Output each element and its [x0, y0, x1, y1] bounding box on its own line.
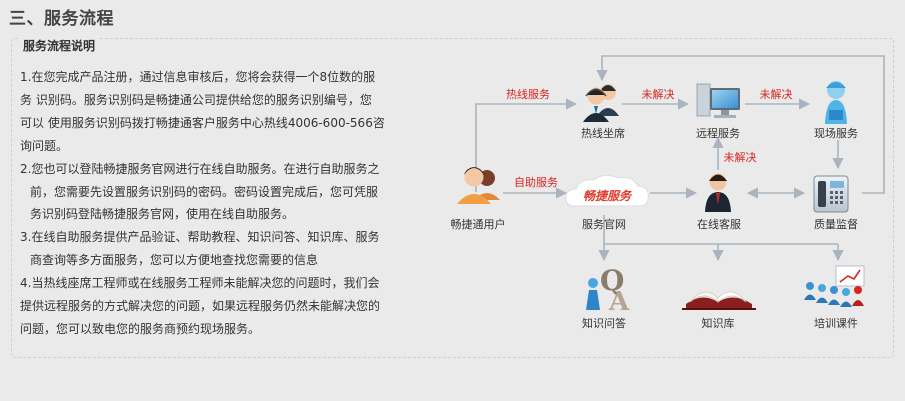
node-label-portal: 服务官网	[582, 217, 626, 231]
headset-agents-icon	[583, 84, 619, 122]
computer-icon	[696, 83, 740, 118]
service-portal-logo: 畅捷服务	[565, 174, 649, 207]
online-agent-icon	[705, 173, 731, 212]
edge-label-unresolved: 未解决	[760, 87, 793, 101]
node-label-hotline: 热线坐席	[581, 126, 625, 140]
flow-arrows	[475, 55, 885, 262]
node-label-onsite: 现场服务	[814, 126, 858, 140]
node-label-qa: 知识问答	[582, 316, 626, 330]
section-title: 三、服务流程	[9, 9, 114, 29]
training-icon	[804, 265, 865, 307]
desc-line: 商查询等多方面服务，您可以方便地查找您需要的信息	[30, 253, 319, 268]
edge-label-self-service: 自助服务	[514, 175, 558, 189]
edge-label-unresolved: 未解决	[642, 87, 675, 101]
node-label-quality: 质量监督	[814, 217, 858, 231]
edge-label-hotline-service: 热线服务	[506, 87, 550, 101]
portal-logo-text: 畅捷服务	[583, 189, 633, 203]
service-description: 1.在您完成产品注册，通过信息审核后，您将会获得一个8位数的服 务 识别码。服务…	[20, 66, 448, 341]
desc-line: 务 识别码。服务识别码是畅捷通公司提供给您的服务识别编号，您	[20, 92, 372, 107]
desc-line: 前，您需要先设置服务识别码的密码。密码设置完成后，您可凭服	[30, 184, 379, 199]
desc-line: 4.当热线座席工程师或在线服务工程师未能解决您的问题时，我们会	[20, 276, 380, 291]
node-label-user: 畅捷通用户	[451, 217, 506, 231]
users-icon	[457, 167, 500, 204]
desc-line: 可以 使用服务识别码拨打畅捷通客户服务中心热线4006-600-566咨	[20, 115, 385, 130]
panel-title: 服务流程说明	[20, 37, 99, 54]
desc-line: 问题，您可以致电您的服务商预约现场服务。	[20, 321, 261, 336]
node-label-kb: 知识库	[702, 316, 735, 330]
edge-label-unresolved: 未解决	[724, 150, 757, 164]
desc-line: 提供远程服务的方式解决您的问题，如果远程服务仍然未能解决您的	[20, 299, 381, 314]
phone-icon	[813, 175, 849, 213]
service-flow-panel	[11, 38, 894, 358]
desc-line: 询问题。	[20, 138, 69, 153]
q-glyph: Q	[600, 264, 624, 297]
node-label-training: 培训课件	[814, 316, 858, 330]
arrow-quality-hotline	[596, 55, 885, 194]
desc-line: 2.您也可以登陆畅捷服务官网进行在线自助服务。在进行自助服务之	[20, 161, 380, 176]
book-icon	[682, 291, 756, 310]
support-person-icon	[825, 81, 847, 124]
arrow-user-hotline	[475, 98, 578, 192]
node-label-remote: 远程服务	[696, 127, 740, 140]
desc-line: 1.在您完成产品注册，通过信息审核后，您将会获得一个8位数的服	[20, 70, 376, 84]
desc-line: 务识别码登陆畅捷服务官网，使用在线自助服务。	[30, 207, 295, 222]
a-glyph: A	[608, 287, 630, 317]
desc-line: 3.在线自助服务提供产品验证、帮助教程、知识问答、知识库、服务	[20, 230, 380, 245]
qa-icon: Q A	[586, 264, 630, 317]
node-label-online: 在线客服	[697, 217, 741, 231]
